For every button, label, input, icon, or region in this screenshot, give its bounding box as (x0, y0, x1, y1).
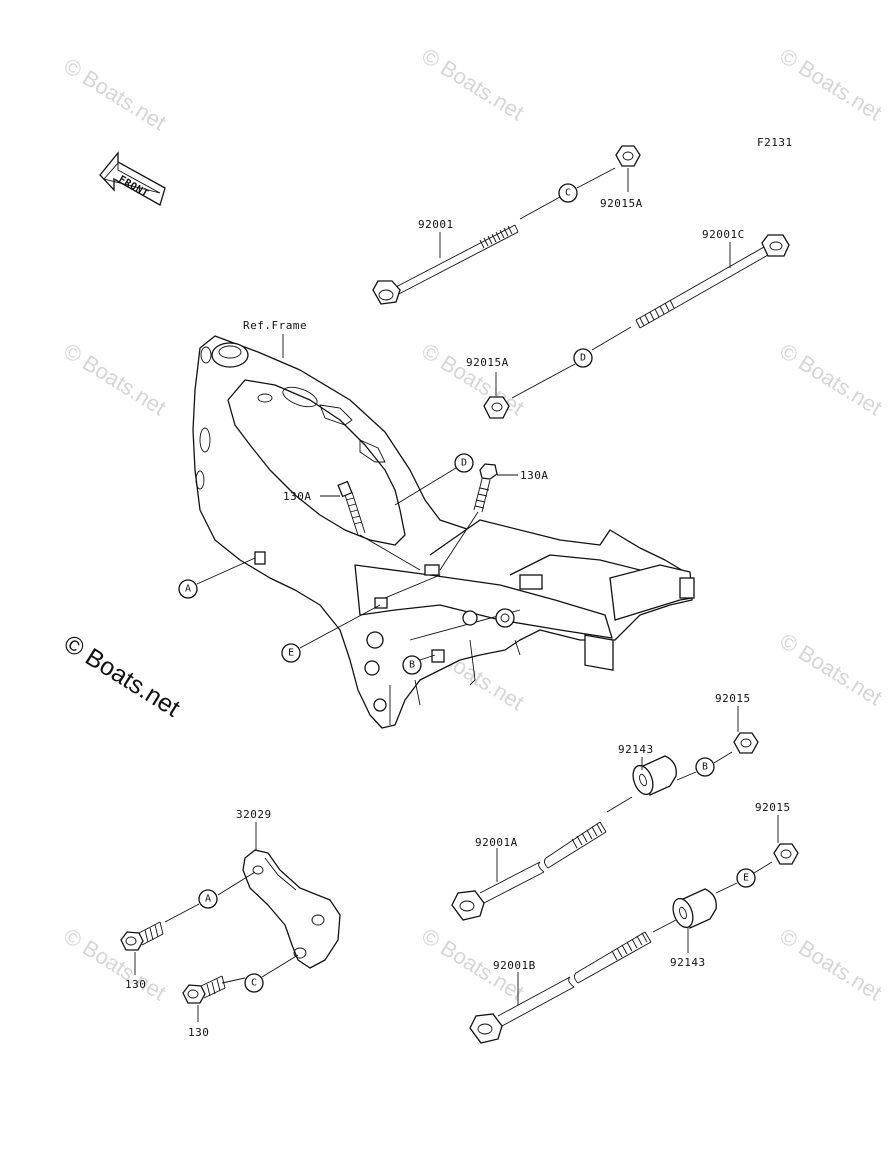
leader-e2b (715, 882, 738, 894)
svg-text:B: B (702, 762, 708, 773)
watermark-9: © Boats.net (59, 923, 170, 1005)
leader-a1 (196, 557, 256, 585)
watermark-4: © Boats.net (59, 338, 170, 420)
watermark-2: © Boats.net (417, 43, 528, 125)
svg-text:C: C (251, 978, 257, 989)
svg-text:D: D (461, 458, 467, 469)
bolt-130-a (120, 921, 164, 975)
callout-e-frame: E (281, 643, 301, 663)
svg-text:A: A (185, 584, 191, 595)
watermark-5: © Boats.net (417, 338, 528, 420)
callout-b-right: B (695, 757, 715, 777)
bolt-92001c (635, 234, 790, 329)
callout-e-right: E (736, 868, 756, 888)
callout-d-frame: D (454, 453, 474, 473)
leader-c2b (221, 977, 246, 984)
leader-b2 (713, 751, 733, 764)
nut-92015-top (733, 706, 759, 754)
bolt-130a-left (337, 480, 421, 571)
watermark-1: © Boats.net (59, 53, 170, 135)
label-130-a: 130 (125, 978, 146, 991)
label-130-b: 130 (188, 1026, 209, 1039)
watermark-11: © Boats.net (775, 923, 886, 1005)
watermark-3: © Boats.net (775, 43, 886, 125)
svg-text:A: A (205, 894, 211, 905)
leader-d1b (511, 363, 576, 399)
callout-a-bottom: A (198, 889, 218, 909)
callout-c-bottom: C (244, 973, 264, 993)
label-92001: 92001 (418, 218, 454, 231)
bolt-92001b (469, 931, 652, 1044)
leader-e2 (753, 861, 773, 874)
label-ref-frame: Ref.Frame (243, 319, 307, 332)
label-130a-right: 130A (520, 469, 549, 482)
front-arrow: FRONT (99, 151, 166, 206)
leader-e1 (299, 604, 381, 649)
label-92143-top: 92143 (618, 743, 654, 756)
leader-b2b (676, 771, 697, 781)
callout-c-top: C (558, 183, 578, 203)
label-92015a-top: 92015A (600, 197, 643, 210)
bolt-130a-right (439, 463, 498, 571)
bolt-92001a (451, 821, 607, 921)
label-92001c: 92001C (702, 228, 745, 241)
bolt-92001 (372, 224, 519, 305)
nut-92015-bottom (773, 815, 799, 865)
collar-92143-bottom (672, 888, 717, 953)
leader-a2 (217, 871, 256, 896)
bolt-130-b (182, 975, 226, 1022)
bracket-32029 (242, 822, 341, 969)
leader-d1 (591, 326, 632, 351)
svg-text:E: E (743, 873, 749, 884)
watermark-8: © Boats.net (775, 628, 886, 710)
leader-a2b (164, 903, 200, 923)
svg-text:B: B (409, 660, 415, 671)
leader-collar-bottom (652, 919, 677, 933)
leader-c1b (576, 167, 616, 189)
nut-92015a-mid (483, 372, 510, 419)
label-92143-bottom: 92143 (670, 956, 706, 969)
label-92001b: 92001B (493, 959, 536, 972)
watermarks: © Boats.net © Boats.net © Boats.net © Bo… (59, 43, 887, 1005)
callout-a-frame: A (178, 579, 198, 599)
watermark-6: © Boats.net (775, 338, 886, 420)
leader-collar-top (606, 796, 633, 813)
nut-92015a-top (615, 145, 641, 192)
label-92001a: 92001A (475, 836, 518, 849)
leader-d2 (394, 467, 457, 506)
watermark-main: © Boats.net (59, 629, 185, 722)
callout-d-mid: D (573, 348, 593, 368)
collar-92143-top (632, 755, 677, 796)
diagram-code: F2131 (757, 136, 793, 149)
callout-b-frame: B (402, 655, 422, 675)
leader-c2 (261, 954, 299, 978)
label-32029: 32029 (236, 808, 272, 821)
svg-text:E: E (288, 648, 294, 659)
svg-text:C: C (565, 188, 571, 199)
leader-c1 (519, 196, 561, 220)
label-92015a-mid: 92015A (466, 356, 509, 369)
label-92015-bottom: 92015 (755, 801, 791, 814)
motorcycle-frame (192, 335, 695, 729)
label-130a-left: 130A (283, 490, 312, 503)
svg-text:D: D (580, 353, 586, 364)
leader-b1 (419, 654, 436, 661)
label-92015-top: 92015 (715, 692, 751, 705)
